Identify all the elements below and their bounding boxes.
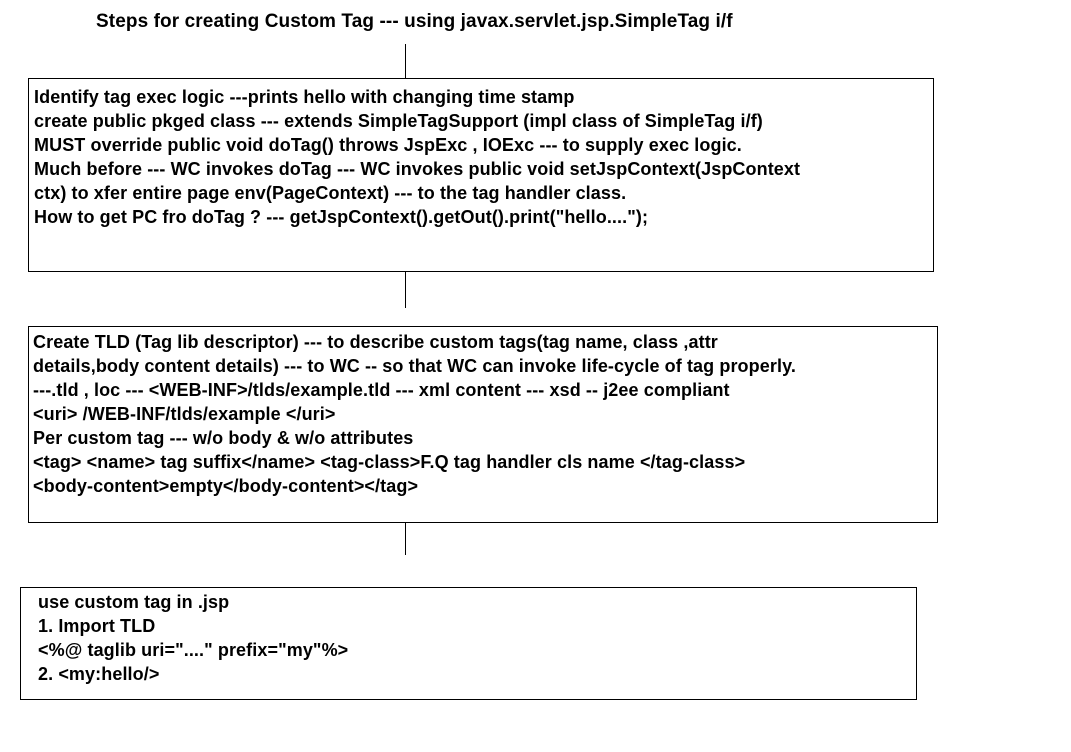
step2-line: details,body content details) --- to WC … xyxy=(33,356,796,376)
step1-line: Identify tag exec logic ---prints hello … xyxy=(34,87,575,107)
step3-jsp-usage-box: use custom tag in .jsp 1. Import TLD <%@… xyxy=(20,587,917,700)
step2-line: <uri> /WEB-INF/tlds/example </uri> xyxy=(33,404,336,424)
step1-line: create public pkged class --- extends Si… xyxy=(34,111,763,131)
step3-line: 1. Import TLD xyxy=(38,616,156,636)
step1-tag-handler-box: Identify tag exec logic ---prints hello … xyxy=(28,78,934,272)
step3-line: <%@ taglib uri="...." prefix="my"%> xyxy=(38,640,349,660)
step3-line: 2. <my:hello/> xyxy=(38,664,160,684)
step2-line: <body-content>empty</body-content></tag> xyxy=(33,476,419,496)
step2-line: <tag> <name> tag suffix</name> <tag-clas… xyxy=(33,452,746,472)
connector-step1-to-step2 xyxy=(405,272,406,308)
step2-line: Per custom tag --- w/o body & w/o attrib… xyxy=(33,428,414,448)
step1-line: MUST override public void doTag() throws… xyxy=(34,135,742,155)
step2-line: ---.tld , loc --- <WEB-INF>/tlds/example… xyxy=(33,380,730,400)
step1-line: ctx) to xfer entire page env(PageContext… xyxy=(34,183,627,203)
step1-line: How to get PC fro doTag ? --- getJspCont… xyxy=(34,207,649,227)
connector-title-to-step1 xyxy=(405,44,406,79)
step3-line: use custom tag in .jsp xyxy=(38,592,230,612)
connector-step2-to-step3 xyxy=(405,523,406,555)
step1-line: Much before --- WC invokes doTag --- WC … xyxy=(34,159,801,179)
step2-line: Create TLD (Tag lib descriptor) --- to d… xyxy=(33,332,718,352)
step2-tld-box: Create TLD (Tag lib descriptor) --- to d… xyxy=(28,326,938,523)
diagram-title: Steps for creating Custom Tag --- using … xyxy=(96,11,733,32)
